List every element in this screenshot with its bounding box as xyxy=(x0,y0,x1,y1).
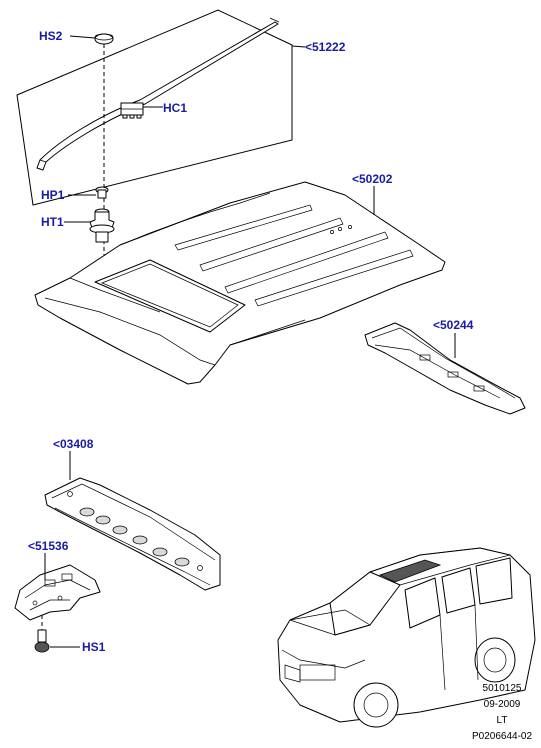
leader-lines xyxy=(44,35,456,648)
roof-panel xyxy=(34,181,446,385)
callout-03408[interactable]: <03408 xyxy=(53,437,94,451)
plug-hp1 xyxy=(95,186,109,199)
front-roof-header xyxy=(44,477,221,591)
reference-date: 09-2009 xyxy=(483,699,521,710)
callout-hc1[interactable]: HC1 xyxy=(163,101,188,115)
bracket-51536 xyxy=(14,564,101,621)
vehicle-thumbnail xyxy=(277,547,536,728)
reference-code: LT xyxy=(496,715,508,726)
callout-50202[interactable]: <50202 xyxy=(352,172,393,186)
roof-rail-group xyxy=(16,9,293,206)
clip-hc1 xyxy=(120,102,144,119)
callout-hs2[interactable]: HS2 xyxy=(39,29,63,43)
screw-hs1 xyxy=(34,615,50,653)
screw-hs2 xyxy=(94,33,114,45)
illustration-number: P0206644-02 xyxy=(471,731,533,742)
callout-hs1[interactable]: HS1 xyxy=(82,640,106,654)
callout-50244[interactable]: <50244 xyxy=(433,318,474,332)
callout-51536[interactable]: <51536 xyxy=(28,539,69,553)
reference-number: 5010125 xyxy=(482,683,522,694)
callout-51222[interactable]: <51222 xyxy=(305,40,346,54)
rear-roof-bow xyxy=(364,322,526,415)
callout-hp1[interactable]: HP1 xyxy=(41,188,65,202)
reference-block: 5010125 09-2009 LT P0206644-02 xyxy=(468,683,536,743)
callout-ht1[interactable]: HT1 xyxy=(41,215,64,229)
grommet-ht1 xyxy=(89,208,115,243)
